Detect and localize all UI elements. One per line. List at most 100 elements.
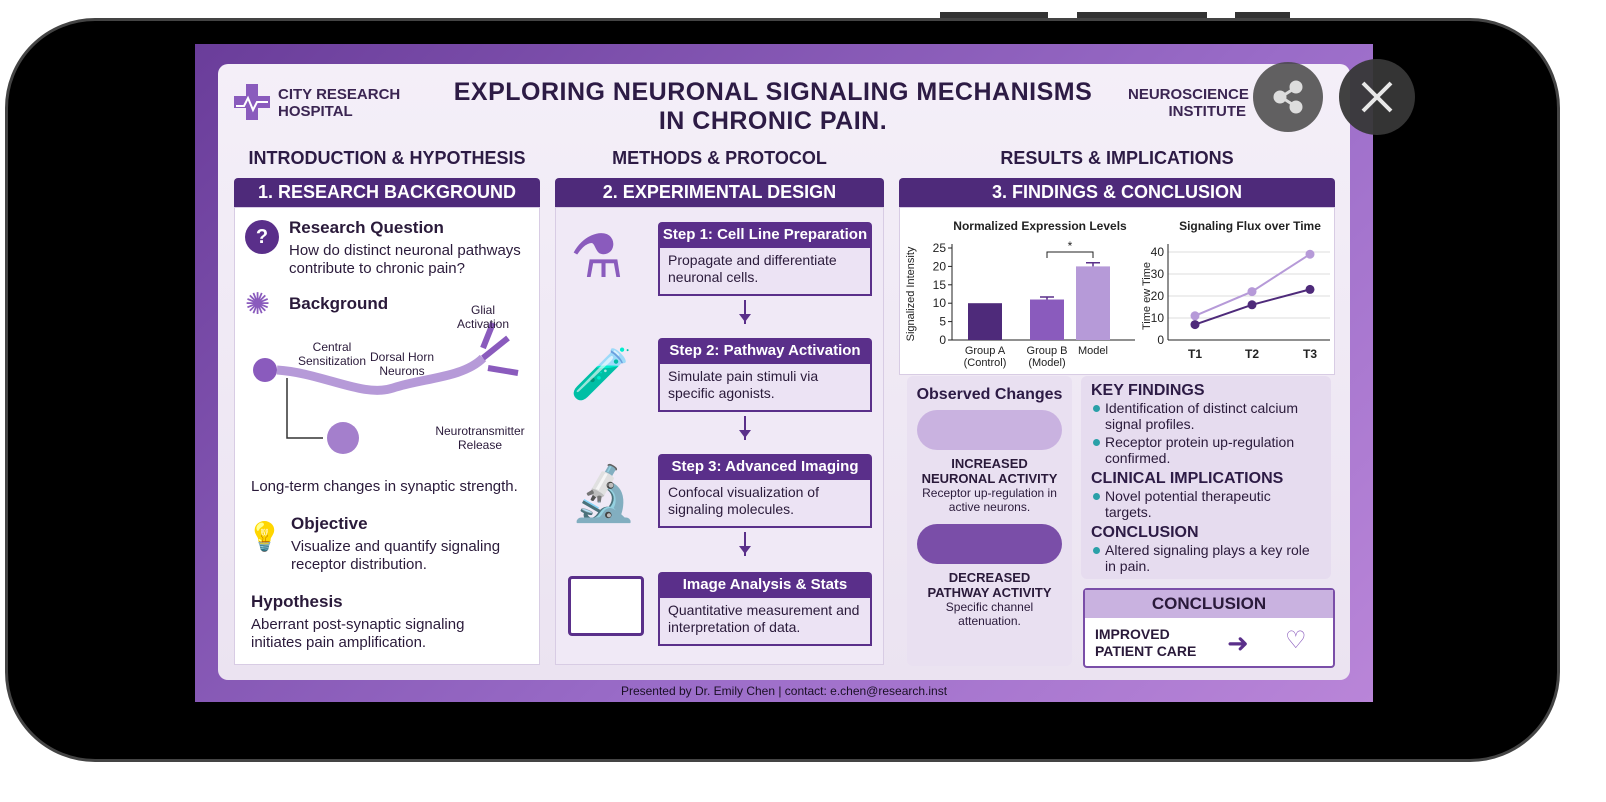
section-banner: 3. FINDINGS & CONCLUSION	[899, 178, 1335, 207]
y-tick-label: 20	[933, 259, 947, 273]
step-3-title: Step 3: Advanced Imaging	[658, 454, 872, 480]
y-tick-label: 40	[1151, 245, 1165, 259]
label-glial-activation: Glial Activation	[456, 303, 510, 331]
x-tick-label: (Model)	[1028, 357, 1065, 369]
objective-text: Visualize and quantify signaling recepto…	[291, 538, 501, 573]
share-icon	[1273, 80, 1303, 114]
hospital-logo-icon	[234, 84, 270, 120]
step-2-title: Step 2: Pathway Activation	[658, 338, 872, 364]
hypothesis-text: Aberrant post-synaptic signaling initiat…	[251, 616, 465, 651]
significance-label: *	[1068, 239, 1073, 253]
data-point	[1247, 287, 1257, 297]
x-tick-label: T3	[1303, 347, 1317, 361]
chart-title: Normalized Expression Levels	[953, 219, 1127, 233]
y-tick-label: 30	[1151, 267, 1165, 281]
significance-bracket	[1046, 251, 1094, 258]
y-tick-label: 5	[939, 315, 946, 329]
label-dorsal-horn: Dorsal Horn Neurons	[369, 350, 435, 378]
background-text: Long-term changes in synaptic strength.	[251, 478, 518, 495]
data-point	[1305, 249, 1315, 259]
bar	[1030, 299, 1064, 340]
neuron-icon: ✺	[245, 288, 271, 321]
y-tick-label: 10	[1151, 311, 1165, 325]
conclusion-title: CONCLUSION	[1085, 590, 1333, 618]
y-axis-label: Signalized Intensity	[905, 246, 917, 341]
hardware-button	[1235, 12, 1290, 18]
step-4-text: Quantitative measurement and interpretat…	[658, 598, 872, 646]
share-button[interactable]	[1253, 62, 1323, 132]
y-tick-label: 10	[933, 296, 947, 310]
x-tick-label: Group A	[965, 345, 1006, 357]
x-tick-label: Group B	[1027, 345, 1068, 357]
data-point	[1305, 284, 1315, 294]
arrow-down-icon	[739, 532, 751, 556]
flask-icon: ⚗	[570, 223, 624, 290]
bar	[968, 303, 1002, 340]
finding-bullet: Receptor protein up-regulation confirmed…	[1091, 434, 1321, 466]
observed-changes-title: Observed Changes	[916, 386, 1063, 403]
x-tick-label: Model	[1078, 345, 1108, 357]
x-tick-label: T2	[1245, 347, 1259, 361]
x-tick-label: T1	[1188, 347, 1202, 361]
medicine-bottle-icon: 🧪	[570, 346, 633, 402]
section-banner: 1. RESEARCH BACKGROUND	[234, 178, 540, 207]
question-icon: ?	[245, 220, 279, 254]
decreased-activity-text: Specific channel attenuation.	[945, 600, 1034, 628]
finding-bullet: Altered signaling plays a key role in pa…	[1091, 542, 1321, 574]
section-banner: 2. EXPERIMENTAL DESIGN	[555, 178, 884, 207]
key-findings-box: KEY FINDINGS Identification of distinct …	[1081, 376, 1331, 579]
hardware-button	[940, 12, 1048, 18]
experimental-design-box: ⚗ 🧪 🔬 Step 1: Cell Line Preparation Prop…	[555, 207, 884, 665]
section-heading: INTRODUCTION & HYPOTHESIS	[248, 148, 526, 168]
step-3-text: Confocal visualization of signaling mole…	[658, 480, 872, 528]
background-title: Background	[289, 294, 389, 313]
y-tick-label: 20	[1151, 289, 1165, 303]
y-tick-label: 15	[933, 278, 947, 292]
section-heading: METHODS & PROTOCOL	[612, 148, 827, 168]
increased-activity-text: Receptor up-regulation in active neurons…	[922, 486, 1057, 514]
y-tick-label: 25	[933, 241, 947, 255]
key-findings-heading: KEY FINDINGS	[1091, 382, 1205, 399]
poster-footer: Presented by Dr. Emily Chen | contact: e…	[620, 684, 948, 698]
close-icon	[1361, 81, 1393, 113]
finding-bullet: Identification of distinct calcium signa…	[1091, 400, 1321, 432]
lightbulb-icon: 💡	[247, 521, 282, 552]
error-bar	[1086, 261, 1100, 267]
label-central-sensitization: Central Sensitization	[297, 340, 367, 368]
research-background-box: ? Research Question How do distinct neur…	[234, 207, 540, 665]
y-tick-label: 0	[1157, 333, 1164, 347]
y-axis-label: Time ew Time	[1141, 262, 1153, 330]
step-2-text: Simulate pain stimuli via specific agoni…	[658, 364, 872, 412]
neuron-pathway-illustration	[253, 321, 519, 454]
close-button[interactable]	[1339, 59, 1415, 135]
research-question-text: How do distinct neuronal pathways contri…	[289, 242, 521, 277]
step-1-title: Step 1: Cell Line Preparation	[658, 222, 872, 248]
microscope-icon: 🔬	[570, 464, 638, 524]
heart-hand-icon: ♡	[1285, 627, 1307, 654]
step-1-text: Propagate and differentiate neuronal cel…	[658, 248, 872, 296]
chart-title: Signaling Flux over Time	[1179, 219, 1321, 233]
research-question-title: Research Question	[289, 218, 444, 237]
analytics-monitor-icon	[568, 576, 644, 636]
arrow-down-icon	[739, 300, 751, 324]
bar	[1076, 266, 1110, 340]
section-heading: RESULTS & IMPLICATIONS	[1000, 148, 1234, 168]
arrow-down-icon	[739, 416, 751, 440]
label-neurotransmitter: Neurotransmitter Release	[435, 424, 525, 452]
step-4-title: Image Analysis & Stats	[658, 572, 872, 598]
x-tick-label: (Control)	[964, 357, 1007, 369]
data-point	[1190, 311, 1200, 321]
objective-title: Objective	[291, 514, 368, 533]
